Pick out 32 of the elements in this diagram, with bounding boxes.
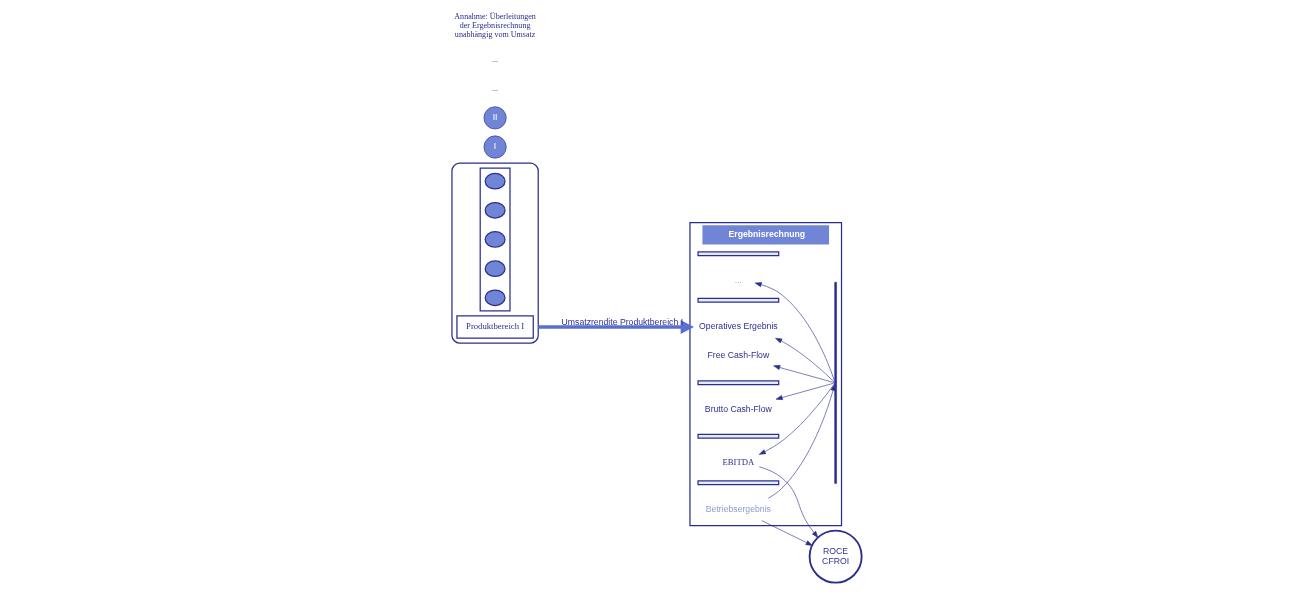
node-box: Produktbereich I bbox=[455, 315, 534, 339]
node-bar bbox=[696, 251, 779, 257]
arrow bbox=[767, 384, 835, 499]
node-bar bbox=[696, 297, 779, 303]
cluster bbox=[479, 167, 511, 312]
edge-label: Umsatzrendite Produktbereich I bbox=[561, 316, 683, 327]
node-text: Betriebsergebnis bbox=[705, 503, 771, 514]
node-bar bbox=[696, 433, 779, 439]
node-circle bbox=[484, 289, 506, 307]
node-bar bbox=[833, 282, 837, 484]
node-text: Brutto Cash-Flow bbox=[704, 403, 772, 414]
node-circle: II bbox=[483, 106, 507, 130]
node-circle bbox=[484, 231, 506, 248]
arrow bbox=[537, 320, 694, 334]
arrow bbox=[754, 282, 835, 383]
node-circle bbox=[484, 172, 506, 190]
node-circle bbox=[484, 201, 506, 219]
node-text: Operatives Ergebnis bbox=[698, 321, 778, 332]
arrow bbox=[758, 466, 818, 538]
node-text: Free Cash-Flow bbox=[707, 350, 769, 361]
arrow bbox=[774, 337, 835, 383]
node-text: ... bbox=[734, 274, 742, 285]
cluster bbox=[450, 162, 539, 344]
arrow bbox=[775, 382, 835, 400]
node-bar bbox=[696, 380, 779, 386]
arrow bbox=[772, 365, 835, 384]
node-circle bbox=[484, 260, 506, 278]
node-bar bbox=[696, 480, 779, 486]
arrow bbox=[760, 520, 813, 546]
arrow bbox=[758, 383, 835, 455]
node-text: EBITDA bbox=[721, 457, 754, 468]
node-circle: I bbox=[483, 135, 507, 159]
